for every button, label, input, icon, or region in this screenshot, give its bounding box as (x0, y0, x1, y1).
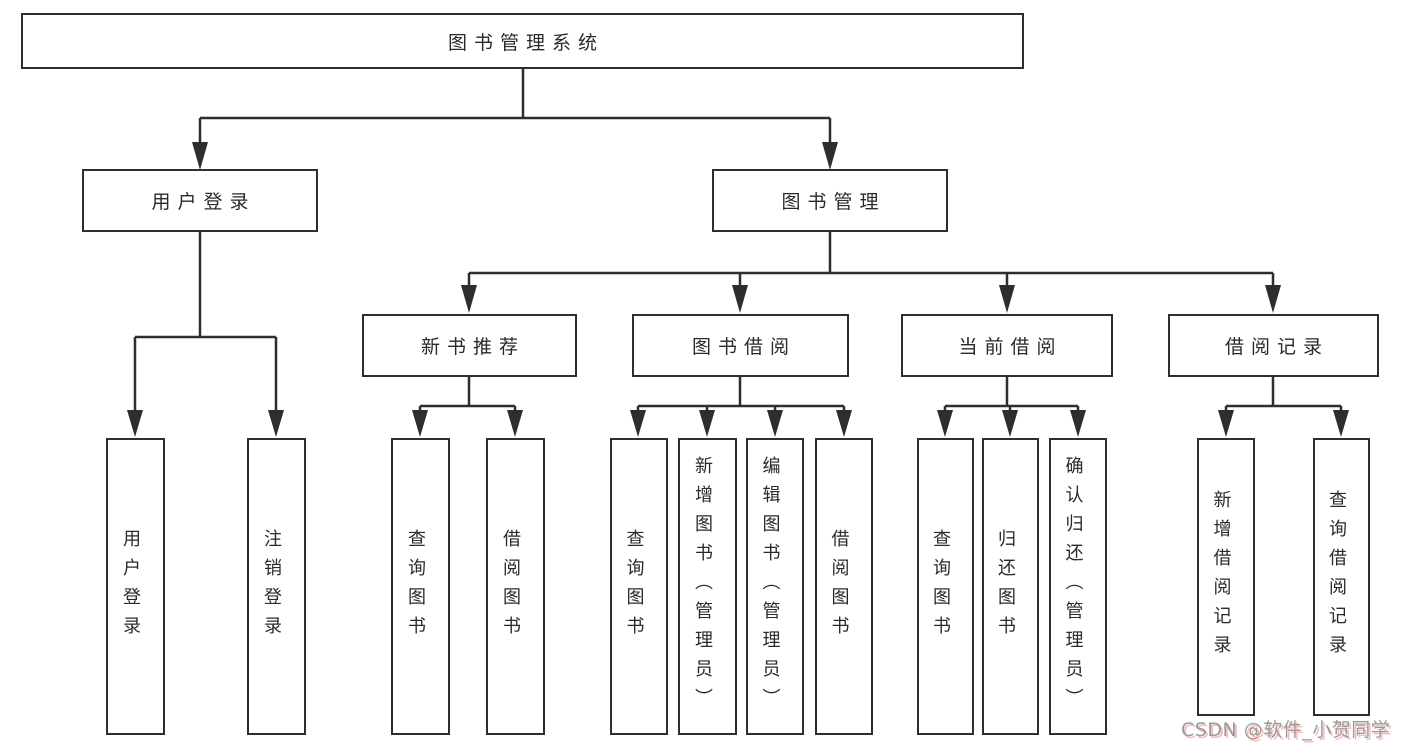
leaf-confirm-return-admin-label: 确认归还（管理员） (1062, 456, 1084, 717)
leaf-borrow-books-borrowing: 借阅图书 (815, 438, 873, 735)
leaf-query-books-recommend-label: 查询图书 (405, 528, 426, 645)
leaf-query-borrow-record-label: 查询借阅记录 (1326, 490, 1347, 664)
leaf-edit-book-admin: 编辑图书（管理员） (746, 438, 804, 735)
node-book-management: 图书管理 (712, 169, 948, 232)
leaf-query-books-current: 查询图书 (917, 438, 974, 735)
leaf-add-borrow-record: 新增借阅记录 (1197, 438, 1255, 716)
node-book-borrowing: 图书借阅 (632, 314, 849, 377)
node-root: 图书管理系统 (21, 13, 1024, 69)
leaf-query-books-borrowing-label: 查询图书 (623, 528, 645, 645)
leaf-user-login-label: 用户登录 (120, 528, 141, 645)
leaf-user-login: 用户登录 (106, 438, 165, 735)
leaf-query-books-current-label: 查询图书 (930, 528, 951, 645)
node-user-login: 用户登录 (82, 169, 318, 232)
leaf-confirm-return-admin: 确认归还（管理员） (1049, 438, 1107, 735)
leaf-query-borrow-record: 查询借阅记录 (1313, 438, 1370, 716)
leaf-edit-book-admin-label: 编辑图书（管理员） (759, 456, 781, 717)
csdn-watermark: CSDN @软件_小贺同学 (1181, 719, 1391, 741)
leaf-return-books-label: 归还图书 (995, 528, 1016, 645)
leaf-borrow-books-recommend-label: 借阅图书 (500, 528, 521, 645)
leaf-return-books: 归还图书 (982, 438, 1039, 735)
leaf-add-book-admin: 新增图书（管理员） (678, 438, 737, 735)
leaf-logout-label: 注销登录 (261, 528, 282, 645)
leaf-add-borrow-record-label: 新增借阅记录 (1210, 490, 1232, 664)
leaf-add-book-admin-label: 新增图书（管理员） (692, 456, 713, 717)
leaf-borrow-books-recommend: 借阅图书 (486, 438, 545, 735)
node-current-borrowing: 当前借阅 (901, 314, 1113, 377)
leaf-borrow-books-borrowing-label: 借阅图书 (828, 528, 850, 645)
leaf-logout: 注销登录 (247, 438, 306, 735)
node-new-book-recommend: 新书推荐 (362, 314, 577, 377)
leaf-query-books-borrowing: 查询图书 (610, 438, 668, 735)
node-borrow-records: 借阅记录 (1168, 314, 1379, 377)
leaf-query-books-recommend: 查询图书 (391, 438, 450, 735)
arrowheads (127, 142, 1349, 437)
